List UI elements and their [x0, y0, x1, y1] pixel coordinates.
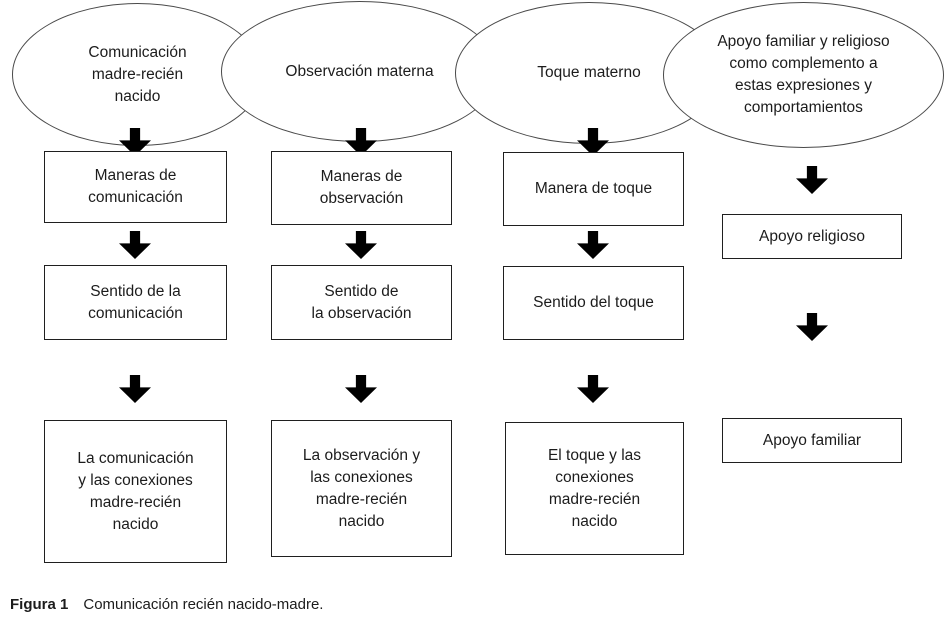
box-toque-conexiones: El toque y las conexiones madre-recién n…: [505, 422, 684, 555]
box-manera-de-toque: Manera de toque: [503, 152, 684, 226]
figure-caption-label: Figura 1: [10, 596, 69, 613]
box-label: Apoyo religioso: [759, 227, 865, 245]
box-label: La observación y las conexiones madre-re…: [302, 446, 421, 530]
figure-caption-text: Comunicación recién nacido-madre.: [83, 596, 324, 613]
figure-caption: Figura 1 Comunicación recién nacido-madr…: [10, 596, 323, 613]
box-label: Apoyo familiar: [762, 431, 862, 449]
down-arrow-icon: [577, 375, 609, 403]
ellipse-apoyo-familiar-religioso: Apoyo familiar y religioso como compleme…: [663, 2, 944, 148]
box-label: El toque y las conexiones madre-recién n…: [547, 446, 642, 530]
box-label: La comunicación y las conexiones madre-r…: [77, 449, 194, 533]
box-comunicacion-conexiones: La comunicación y las conexiones madre-r…: [44, 420, 227, 563]
box-label: Maneras de observación: [319, 168, 404, 207]
box-sentido-de-la-comunicacion: Sentido de la comunicación: [44, 265, 227, 340]
box-maneras-de-observacion: Maneras de observación: [271, 151, 452, 225]
box-label: Sentido de la comunicación: [88, 282, 183, 322]
down-arrow-icon: [577, 231, 609, 259]
down-arrow-icon: [796, 313, 828, 341]
box-maneras-de-comunicacion: Maneras de comunicación: [44, 151, 227, 223]
box-sentido-del-toque: Sentido del toque: [503, 266, 684, 340]
ellipse-label: Observación materna: [285, 62, 434, 80]
box-apoyo-familiar: Apoyo familiar: [722, 418, 902, 463]
ellipse-label: Comunicación madre-recién nacido: [88, 43, 187, 105]
box-label: Sentido de la observación: [311, 282, 412, 322]
box-apoyo-religioso: Apoyo religioso: [722, 214, 902, 259]
box-observacion-conexiones: La observación y las conexiones madre-re…: [271, 420, 452, 557]
box-sentido-de-la-observacion: Sentido de la observación: [271, 265, 452, 340]
box-label: Maneras de comunicación: [88, 167, 183, 206]
box-label: Sentido del toque: [533, 294, 654, 311]
down-arrow-icon: [345, 231, 377, 259]
down-arrow-icon: [119, 231, 151, 259]
ellipse-label: Apoyo familiar y religioso como compleme…: [717, 33, 890, 116]
down-arrow-icon: [345, 375, 377, 403]
down-arrow-icon: [119, 375, 151, 403]
ellipse-label: Toque materno: [537, 64, 641, 81]
box-label: Manera de toque: [534, 180, 653, 197]
ellipse-observacion-materna: Observación materna: [221, 1, 498, 142]
down-arrow-icon: [796, 166, 828, 194]
